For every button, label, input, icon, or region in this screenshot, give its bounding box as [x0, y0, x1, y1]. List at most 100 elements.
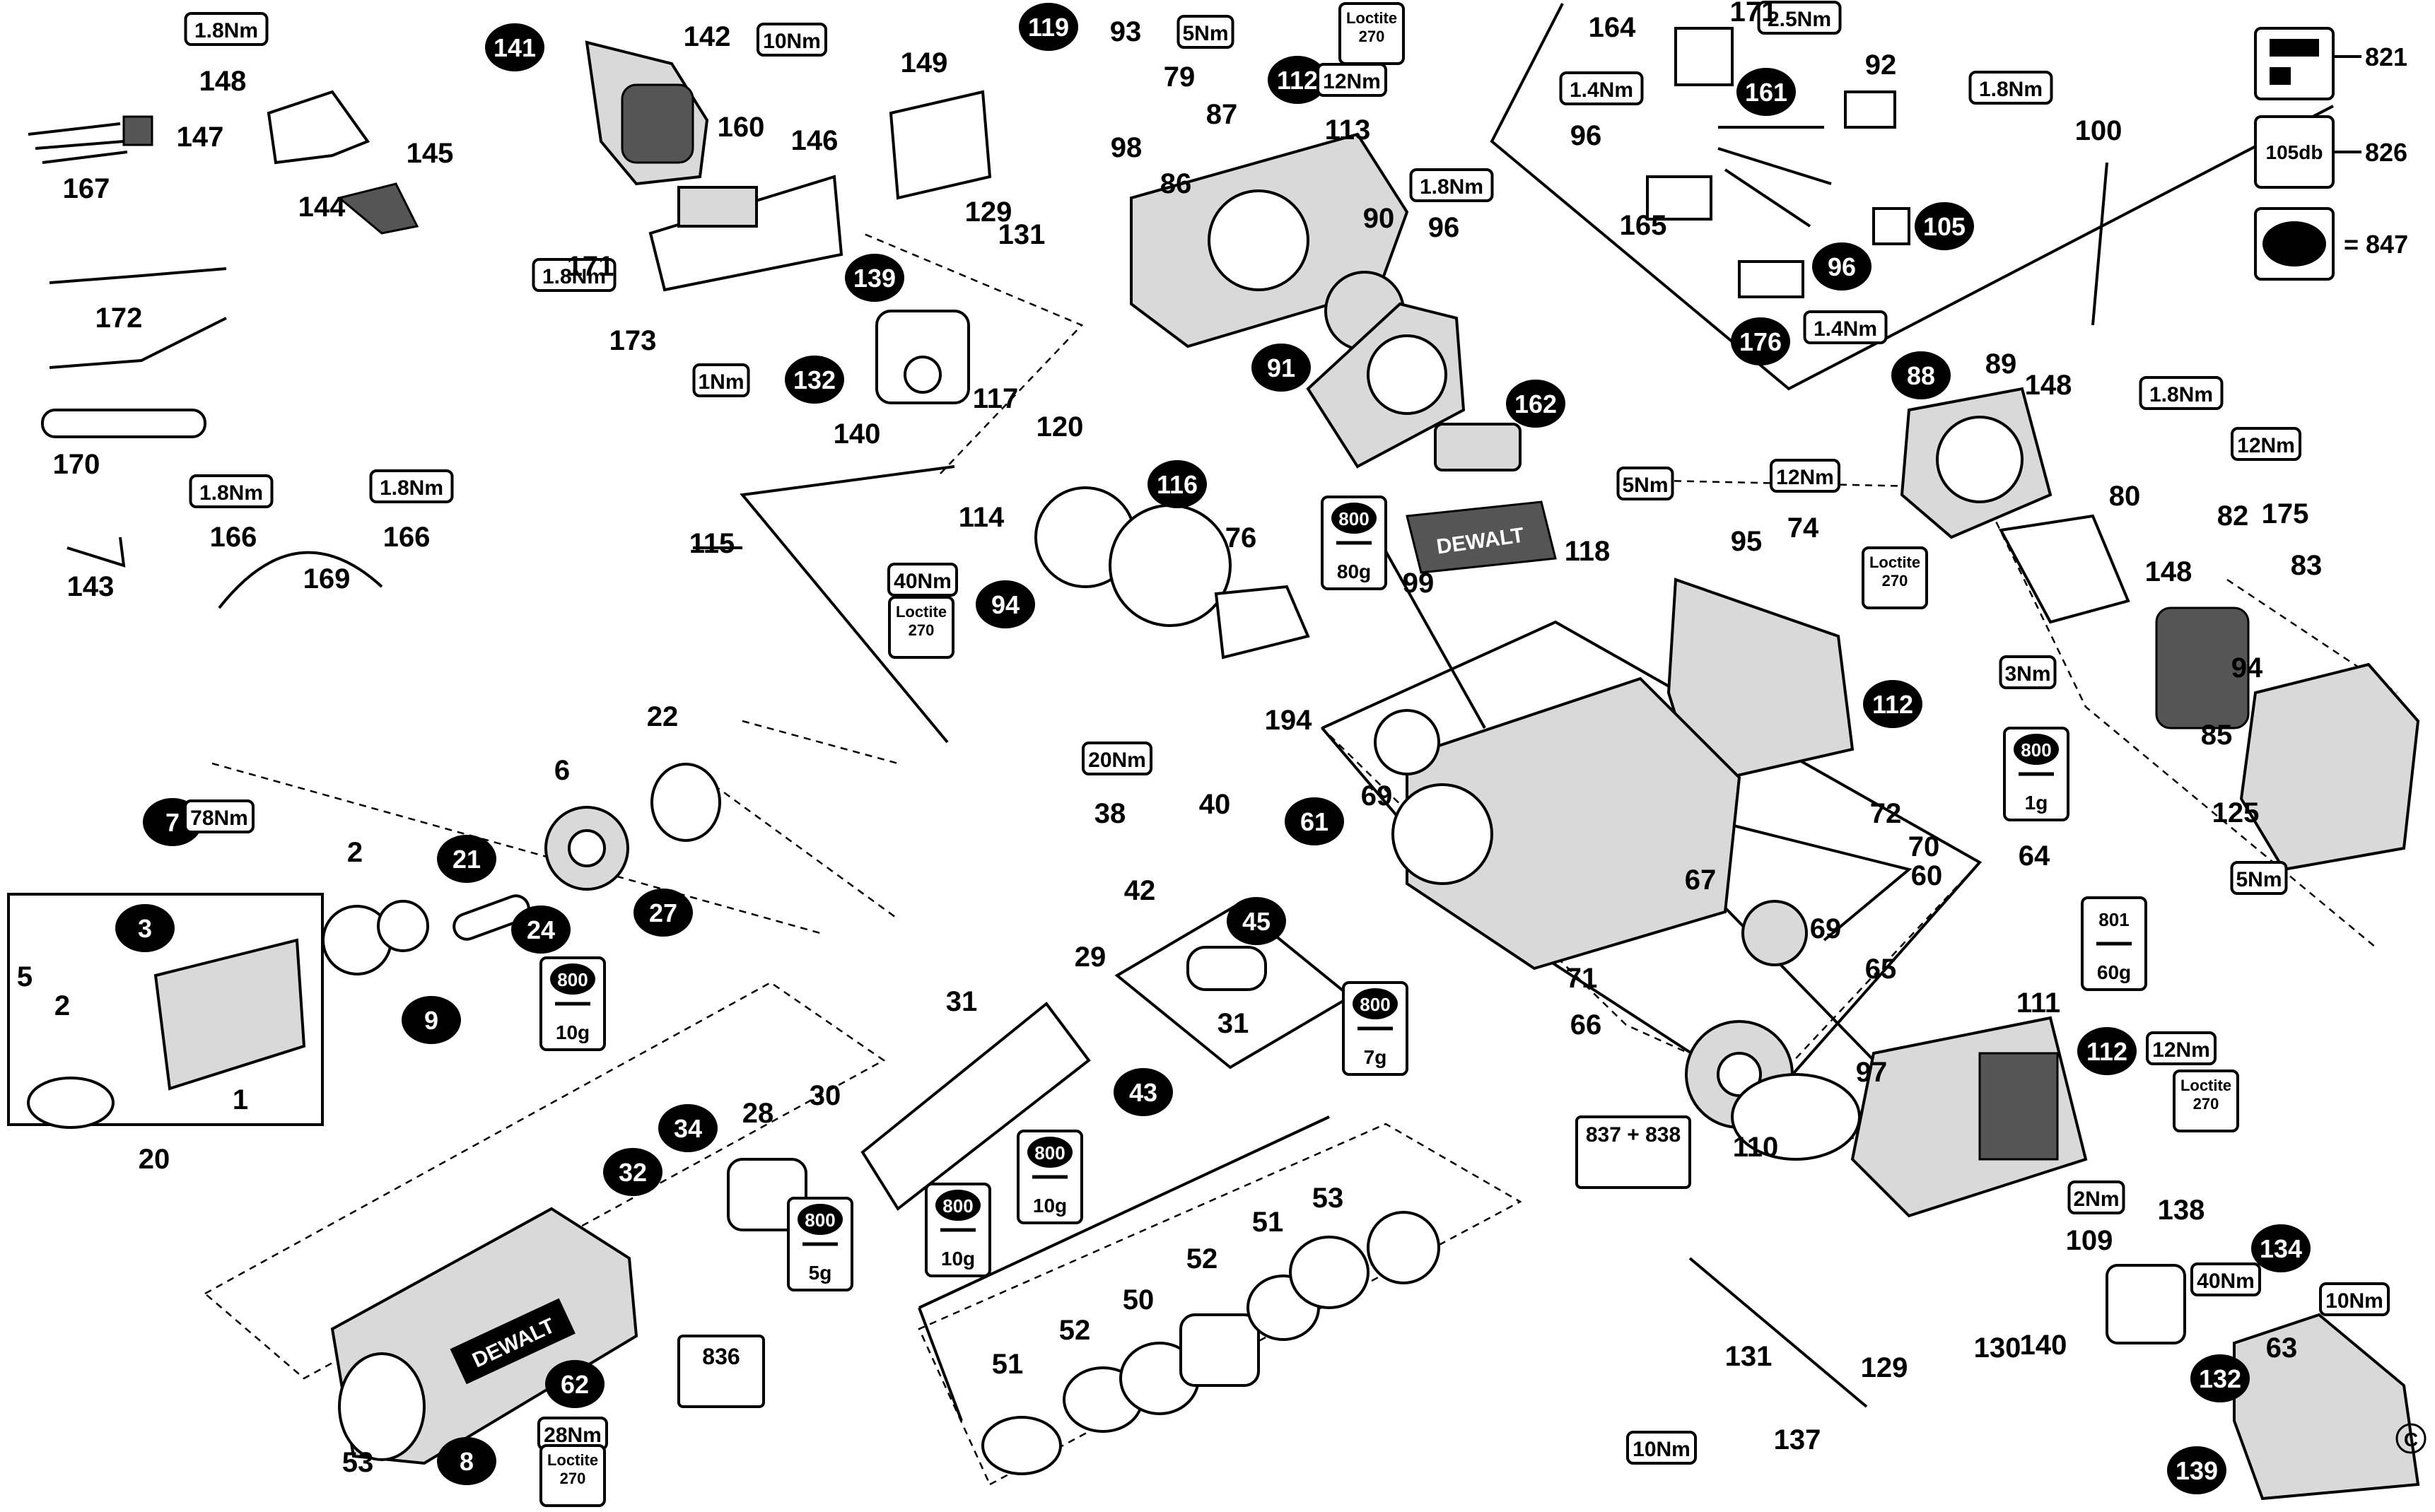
torque-label: 5Nm [1176, 15, 1234, 49]
part-label-30: 30 [810, 1080, 841, 1111]
callout-text: 3 [138, 914, 152, 943]
part-label-22: 22 [647, 701, 679, 732]
part-label-64: 64 [2019, 840, 2050, 872]
part-label-131: 131 [998, 219, 1046, 250]
torque-label: 10Nm [2319, 1282, 2390, 1316]
part-label-113: 113 [1325, 115, 1371, 146]
part-label-72: 72 [1870, 798, 1902, 829]
svg-text:800: 800 [557, 969, 588, 990]
part-label-140: 140 [2020, 1330, 2067, 1361]
callout-text: 45 [1242, 907, 1271, 936]
torque-label: 1.8Nm [1409, 168, 1494, 202]
callout-text: 105 [1923, 212, 1966, 241]
part-label-52: 52 [1059, 1315, 1091, 1346]
svg-text:1.4Nm: 1.4Nm [1570, 78, 1633, 102]
part-label-194: 194 [1265, 705, 1312, 736]
callout-text: 141 [494, 33, 536, 62]
callout-text: 62 [561, 1370, 589, 1399]
callout-text: 139 [853, 264, 896, 293]
part-label-160: 160 [718, 112, 765, 143]
part-label-100: 100 [2075, 115, 2122, 146]
svg-text:800: 800 [2021, 739, 2051, 761]
part-label-99: 99 [1403, 568, 1435, 599]
torque-label: 20Nm [1082, 742, 1152, 775]
svg-text:60g: 60g [2097, 961, 2131, 983]
svg-text:1.8Nm: 1.8Nm [1420, 175, 1483, 199]
callout-96: 96 [1812, 242, 1871, 291]
svg-text:1g: 1g [2025, 792, 2048, 814]
part-label-171: 171 [567, 251, 614, 282]
svg-text:10g: 10g [556, 1021, 590, 1043]
svg-text:5Nm: 5Nm [2236, 868, 2282, 891]
callout-text: 116 [1157, 470, 1198, 499]
callout-116: 116 [1148, 460, 1207, 508]
torque-label: 40Nm [2190, 1262, 2261, 1296]
svg-text:40Nm: 40Nm [2197, 1270, 2255, 1293]
torque-label: 5Nm [2230, 861, 2288, 895]
grease-label: 800 10g [539, 956, 606, 1051]
svg-text:270: 270 [1359, 28, 1385, 45]
svg-text:40Nm: 40Nm [894, 570, 952, 593]
callout-161: 161 [1736, 68, 1796, 116]
part-drawings [27, 27, 2420, 1501]
svg-text:800: 800 [1034, 1142, 1065, 1164]
part-label-148: 148 [2145, 556, 2192, 587]
part-label-140: 140 [834, 418, 881, 450]
part-label-52: 52 [1186, 1243, 1218, 1274]
part-label-175: 175 [2262, 498, 2309, 529]
svg-text:10Nm: 10Nm [763, 30, 821, 53]
torque-label: 10Nm [757, 23, 827, 57]
part-label-6: 6 [554, 755, 570, 786]
black-oval-icon [2262, 221, 2326, 266]
grease-label: 800 1g [2003, 727, 2069, 821]
torque-label: 1.4Nm [1559, 71, 1644, 105]
manual-icon [2270, 39, 2319, 57]
svg-text:28Nm: 28Nm [544, 1424, 602, 1447]
part-label-117: 117 [973, 383, 1019, 414]
callout-text: 132 [2199, 1364, 2241, 1393]
svg-text:5Nm: 5Nm [1182, 22, 1228, 45]
part-label-114: 114 [959, 502, 1005, 533]
svg-text:801: 801 [2098, 909, 2129, 930]
svg-text:1Nm: 1Nm [698, 370, 744, 394]
svg-text:270: 270 [909, 621, 935, 639]
callout-text: 139 [2176, 1456, 2218, 1485]
legend-ref-826: 826 [2365, 138, 2407, 167]
torque-label: 40Nm [887, 563, 958, 597]
svg-text:20Nm: 20Nm [1088, 749, 1146, 772]
part-label-85: 85 [2201, 720, 2233, 751]
svg-text:2Nm: 2Nm [2073, 1188, 2119, 1211]
svg-text:Loctite: Loctite [547, 1451, 598, 1469]
callout-text: 162 [1514, 389, 1557, 418]
part-label-148: 148 [2025, 370, 2072, 401]
callout-text: 112 [1872, 690, 1913, 719]
callout-text: 7 [165, 808, 180, 837]
callout-text: 34 [674, 1114, 702, 1143]
svg-text:1.8Nm: 1.8Nm [1979, 78, 2043, 101]
svg-text:1.8Nm: 1.8Nm [194, 19, 258, 42]
part-label-173: 173 [609, 325, 657, 356]
legend-ref-821: 821 [2365, 42, 2407, 71]
part-label-29: 29 [1075, 942, 1106, 973]
part-label-165: 165 [1620, 210, 1667, 241]
callout-text: 91 [1267, 353, 1295, 382]
svg-text:5Nm: 5Nm [1622, 474, 1668, 497]
part-label-118: 118 [1565, 536, 1611, 567]
callout-text: 32 [619, 1158, 647, 1187]
svg-text:78Nm: 78Nm [190, 807, 248, 830]
part-label-130: 130 [1974, 1332, 2021, 1364]
callout-8: 8 [437, 1437, 496, 1485]
callout-141: 141 [485, 23, 544, 71]
callout-162: 162 [1506, 380, 1565, 428]
loctite-labels: Loctite270Loctite270Loctite270Loctite270… [539, 2, 2239, 1507]
callout-text: 24 [527, 915, 555, 944]
part-label-167: 167 [63, 173, 110, 204]
part-label-138: 138 [2158, 1195, 2205, 1226]
part-label-69: 69 [1810, 913, 1842, 944]
part-label-2: 2 [54, 990, 70, 1021]
grease-labels: 80080g8001g80010g8007g80010g80010g8005g8… [539, 496, 2147, 1291]
